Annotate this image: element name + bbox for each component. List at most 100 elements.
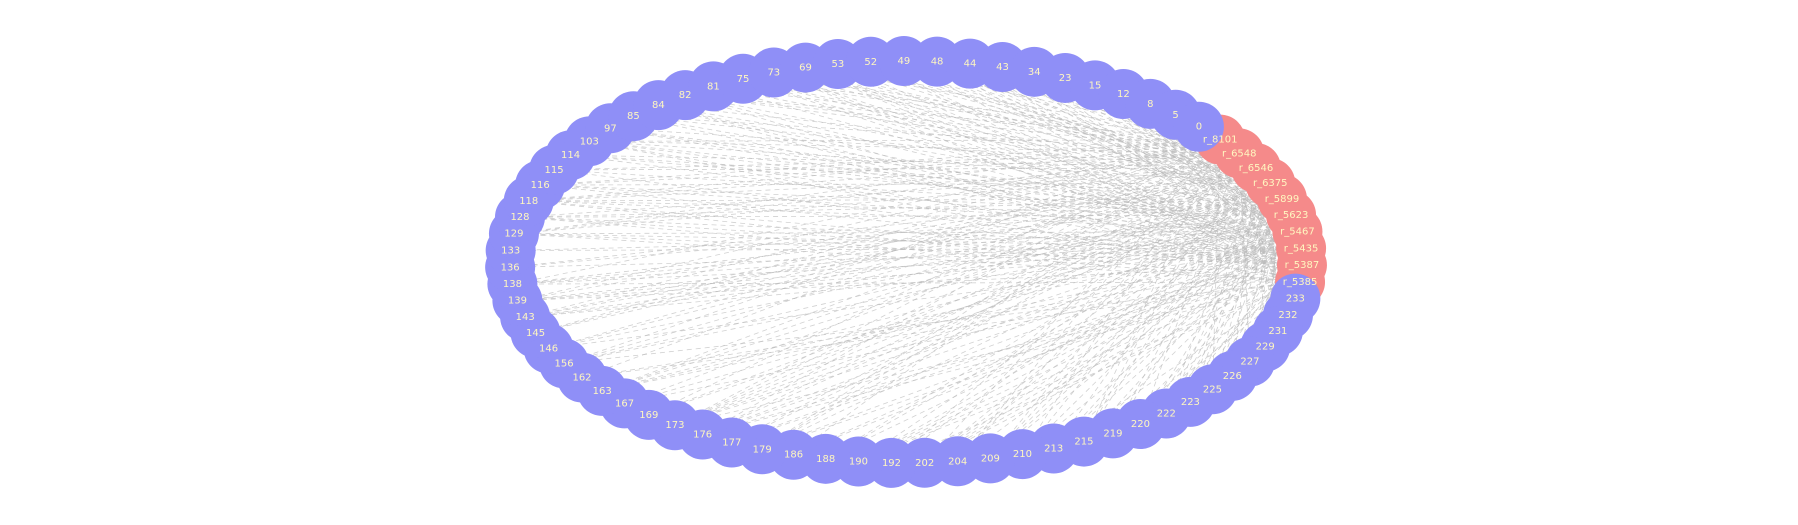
graph-edge [1269, 183, 1279, 332]
node-label: 116 [531, 180, 550, 191]
graph-edge [519, 216, 1301, 283]
graph-edge [513, 167, 1257, 235]
graph-edge [702, 214, 1292, 435]
graph-edge [624, 214, 1292, 404]
node-label: 209 [981, 453, 1000, 464]
graph-edge [870, 61, 1292, 216]
graph-edge [685, 94, 1301, 283]
node-label: 225 [1203, 384, 1222, 395]
graph-edge [731, 231, 1298, 443]
node-label: 53 [832, 59, 845, 70]
node-label: 146 [539, 344, 558, 355]
nodes-layer: r_8101r_6548r_6546r_6375r_5899r_5623r_54… [485, 36, 1327, 488]
node-label: r_8101 [1203, 135, 1238, 146]
graph-edge [528, 153, 1240, 202]
node-label: 162 [572, 373, 591, 384]
node-label: 8 [1147, 99, 1153, 110]
node-label: 75 [737, 74, 750, 85]
graph-edge [957, 214, 1292, 462]
node-label: 85 [627, 111, 640, 122]
graph-edge [563, 167, 1257, 364]
node-label: r_6546 [1239, 163, 1274, 174]
graph-edge [528, 200, 1301, 283]
node-label: 190 [849, 457, 868, 468]
node-label: r_5467 [1280, 227, 1315, 238]
graph-edge [528, 139, 1221, 202]
graph-edge [589, 140, 1271, 184]
node-label: r_5435 [1284, 243, 1319, 254]
node-label: 186 [784, 450, 803, 461]
graph-edge [761, 198, 1283, 450]
node-label: 188 [816, 454, 835, 465]
node-label: 233 [1286, 294, 1305, 305]
graph-edge [858, 281, 1301, 462]
node-label: 229 [1256, 342, 1275, 353]
graph-edge [1022, 139, 1221, 455]
graph-edge [793, 231, 1298, 456]
graph-edge [648, 182, 1271, 416]
node-label: 163 [593, 386, 612, 397]
graph-edge [773, 72, 1302, 249]
graph-edge [924, 198, 1283, 464]
edges-layer [510, 60, 1303, 464]
graph-edge [535, 139, 1221, 334]
graph-edge [936, 61, 1301, 283]
graph-edge [1140, 153, 1240, 425]
graph-edge [519, 214, 1292, 218]
node-label: 215 [1074, 437, 1093, 448]
graph-edge [805, 67, 1303, 266]
graph-edge [924, 264, 1303, 464]
graph-edge [891, 182, 1271, 464]
node-label: 220 [1131, 419, 1150, 430]
graph-edge [1238, 153, 1251, 362]
graph-edge [548, 153, 1240, 349]
node-label: 129 [504, 229, 523, 240]
graph-edge [674, 281, 1301, 426]
graph-edge [870, 61, 1271, 184]
node-label: 231 [1268, 326, 1287, 337]
node-label: 223 [1181, 397, 1200, 408]
graph-edge [1212, 139, 1221, 390]
node-label: 219 [1103, 428, 1122, 439]
graph-edge [742, 78, 1292, 216]
node-label: 136 [501, 262, 520, 273]
graph-edge [742, 78, 1283, 200]
graph-edge [773, 72, 1283, 200]
node-label: 173 [665, 420, 684, 431]
node-label: 139 [508, 296, 527, 307]
graph-edge [761, 167, 1257, 450]
graph-edge [685, 94, 1257, 169]
graph-edge [969, 63, 1303, 266]
graph-edge [891, 153, 1240, 464]
graph-edge [773, 72, 1303, 266]
graph-edge [513, 139, 1221, 235]
node-label: 177 [722, 438, 741, 449]
graph-edge [731, 182, 1271, 443]
graph-edge [936, 61, 1292, 216]
graph-node[interactable] [1173, 101, 1224, 152]
graph-edge [891, 281, 1301, 464]
node-label: 176 [693, 429, 712, 440]
graph-edge [825, 231, 1298, 460]
node-label: 52 [864, 57, 877, 68]
graph-edge [685, 94, 1240, 154]
graph-edge [658, 104, 1303, 266]
graph-edge [548, 167, 1257, 349]
node-label: 0 [1196, 122, 1202, 133]
graph-edge [990, 214, 1292, 459]
graph-edge [702, 281, 1301, 435]
graph-edge [924, 182, 1271, 464]
node-label: 48 [931, 57, 944, 68]
node-label: 133 [501, 245, 520, 256]
graph-edge [602, 247, 1302, 392]
graph-edge [564, 214, 1292, 364]
graph-edge [674, 182, 1271, 426]
graph-edge [510, 247, 1302, 268]
graph-edge [633, 115, 1271, 184]
graph-edge [554, 169, 1292, 216]
graph-edge [525, 214, 1292, 318]
node-label: 145 [526, 328, 545, 339]
node-label: 202 [915, 458, 934, 469]
node-label: r_5899 [1265, 194, 1300, 205]
